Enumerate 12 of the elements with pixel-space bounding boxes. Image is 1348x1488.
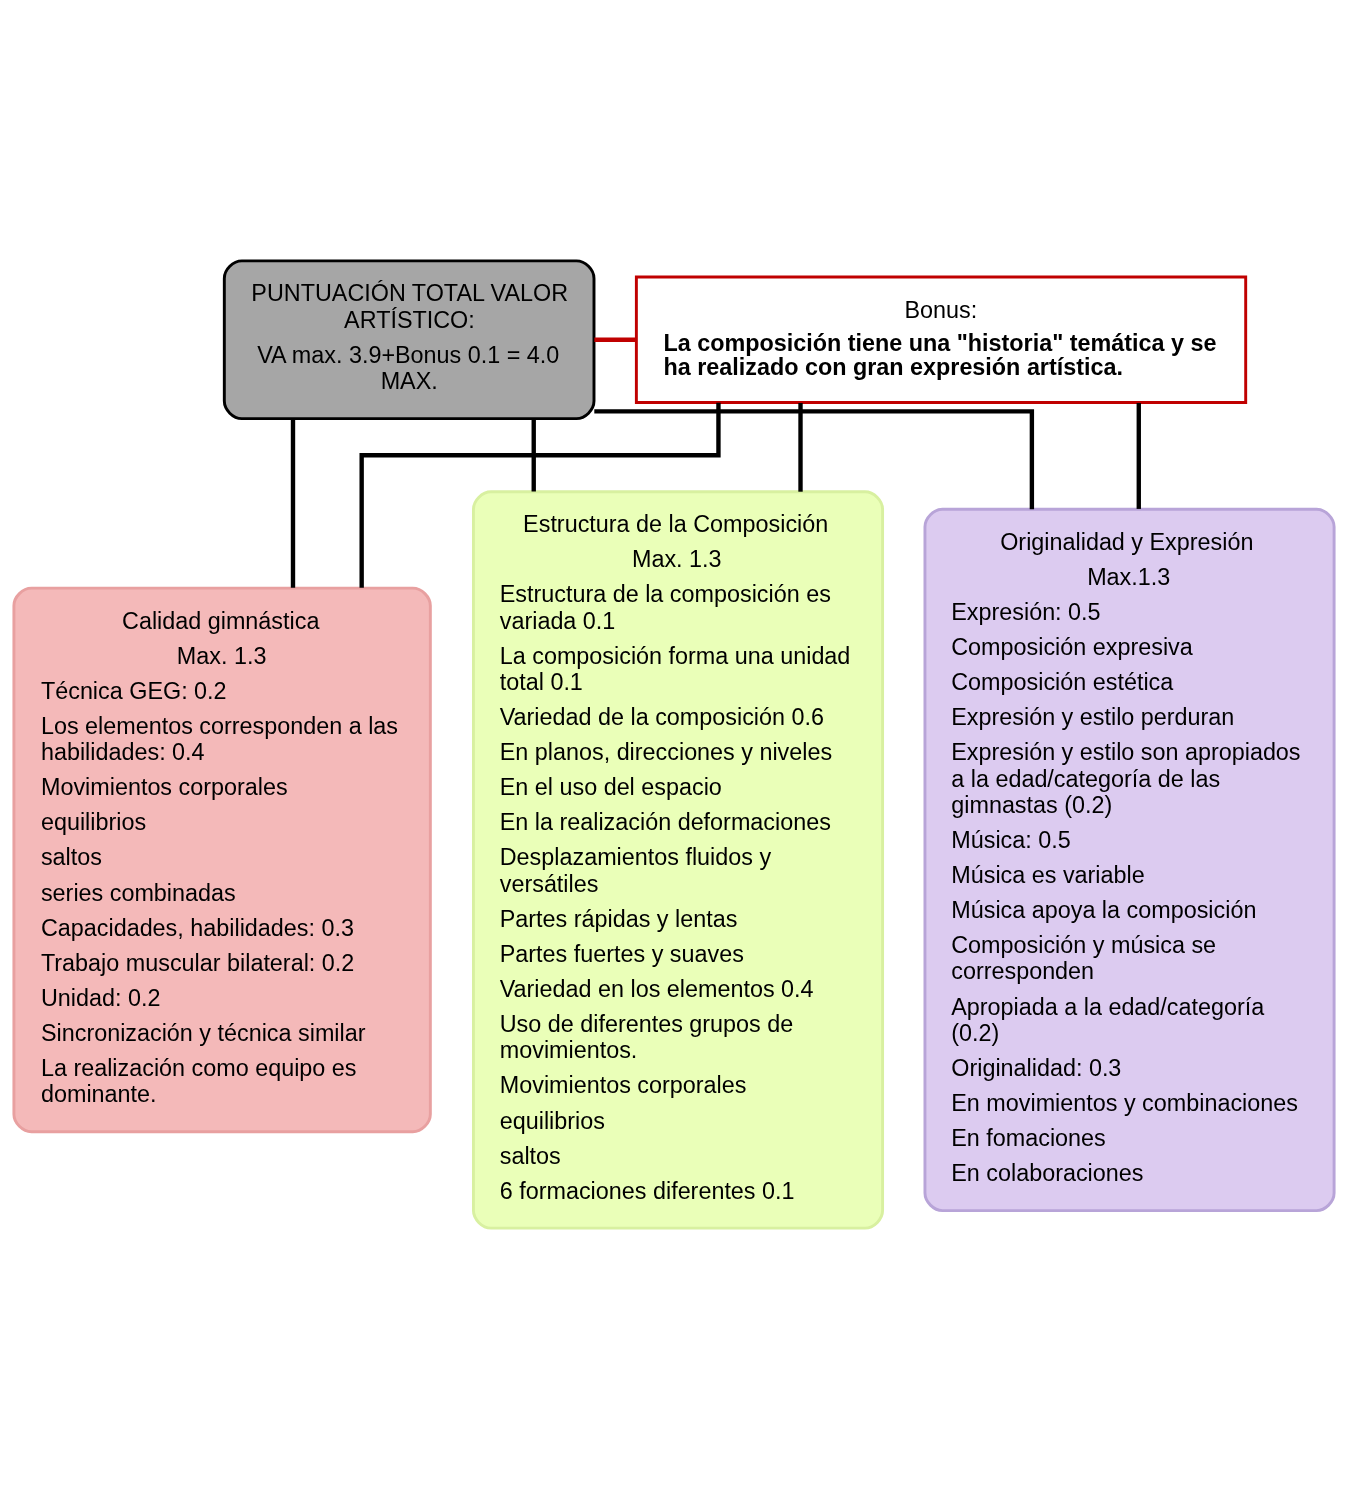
connector	[1136, 402, 1141, 509]
node-box: Calidad gimnástica Max. 1.3 Técnica GEG: 0.2 Los elementos corresponden a las habilidades: 0.4 Movimientos corporales equilibrios saltos series combinadas Capacidades, habilidades: 0.3 Trabajo muscular bilateral: 0.2 Unidad: 0.2 Sincronización y técnica similar La realización como equipo es dominante.	[12, 586, 432, 1133]
connector	[531, 418, 536, 491]
connector	[798, 402, 803, 492]
connector	[290, 418, 296, 588]
node-box: Originalidad y Expresión Max.1.3 Expresión: 0.5 Composición expresiva Composición estética Expresión y estilo perduran Expresión y estilo son apropiados a la edad/categoría de las gimnastas (0.2) Música: 0.5 Música es variable Música apoya la composición Composición y música se corresponden Apropiada a la edad/categoría (0.2) Originalidad: 0.3 En movimientos y combinaciones En fomaciones En colaboraciones	[923, 507, 1336, 1212]
node-box: Estructura de la Composición Max. 1.3 Estructura de la composición es variada 0.1 La composición forma una unidad total 0.1 Variedad de la composición 0.6 En planos, direcciones y niveles En el uso del espacio En la realización deformaciones Desplazamientos fluidos y versátiles Partes rápidas y lentas Partes fuertes y suaves Variedad en los elementos 0.4 Uso de diferentes grupos de movimientos. Movimientos corporales equilibrios saltos 6 formaciones diferentes 0.1	[472, 489, 885, 1230]
node-box: Bonus: La composición tiene una "historia" temática y se ha realizado con gran expresión artística.	[634, 274, 1248, 404]
connector	[359, 402, 721, 588]
connector	[594, 337, 637, 342]
node-box: PUNTUACIÓN TOTAL VALOR ARTÍSTICO: VA max. 3.9+Bonus 0.1 = 4.0 MAX.	[222, 258, 596, 420]
connector	[594, 408, 1035, 509]
